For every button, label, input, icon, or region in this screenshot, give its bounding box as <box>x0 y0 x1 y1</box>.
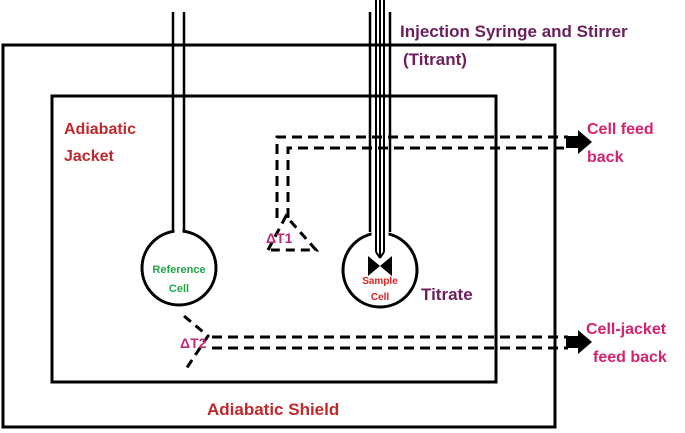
cell-jacket-feedback-label-line1: Cell-jacket <box>586 321 667 338</box>
sample-cell-label-line1: Sample <box>362 276 398 287</box>
stirrer-paddle-icon <box>368 256 392 276</box>
reference-cell-label-line2: Cell <box>169 283 189 295</box>
delta-t1-sensor <box>265 213 320 252</box>
delta-t1-label: ΔT1 <box>266 230 293 246</box>
delta-t2-sensor <box>182 314 210 373</box>
delta-t2-label: ΔT2 <box>180 335 207 351</box>
adiabatic-shield-box <box>1 43 557 429</box>
reference-cell <box>140 12 218 307</box>
syringe-label-line1: Injection Syringe and Stirrer <box>400 22 628 41</box>
cell-feedback-label-line2: back <box>587 149 624 166</box>
cell-jacket-feedback-line <box>212 335 568 350</box>
adiabatic-jacket-label-line1: Adiabatic <box>64 121 136 138</box>
sample-cell-label-line2: Cell <box>371 292 390 303</box>
cell-jacket-feedback-arrow-icon <box>566 330 592 354</box>
syringe-label-line2: (Titrant) <box>403 50 467 69</box>
cell-feedback-line <box>275 135 568 218</box>
titrate-label: Titrate <box>421 285 473 304</box>
adiabatic-jacket-box <box>50 94 498 384</box>
cell-jacket-feedback-label-line2: feed back <box>593 349 667 366</box>
adiabatic-jacket-label-line2: Jacket <box>64 148 114 165</box>
cell-feedback-arrow-icon <box>566 130 592 154</box>
adiabatic-shield-label: Adiabatic Shield <box>207 400 339 419</box>
injection-syringe <box>375 0 385 259</box>
reference-cell-label-line1: Reference <box>152 264 205 276</box>
cell-feedback-label-line1: Cell feed <box>587 121 654 138</box>
